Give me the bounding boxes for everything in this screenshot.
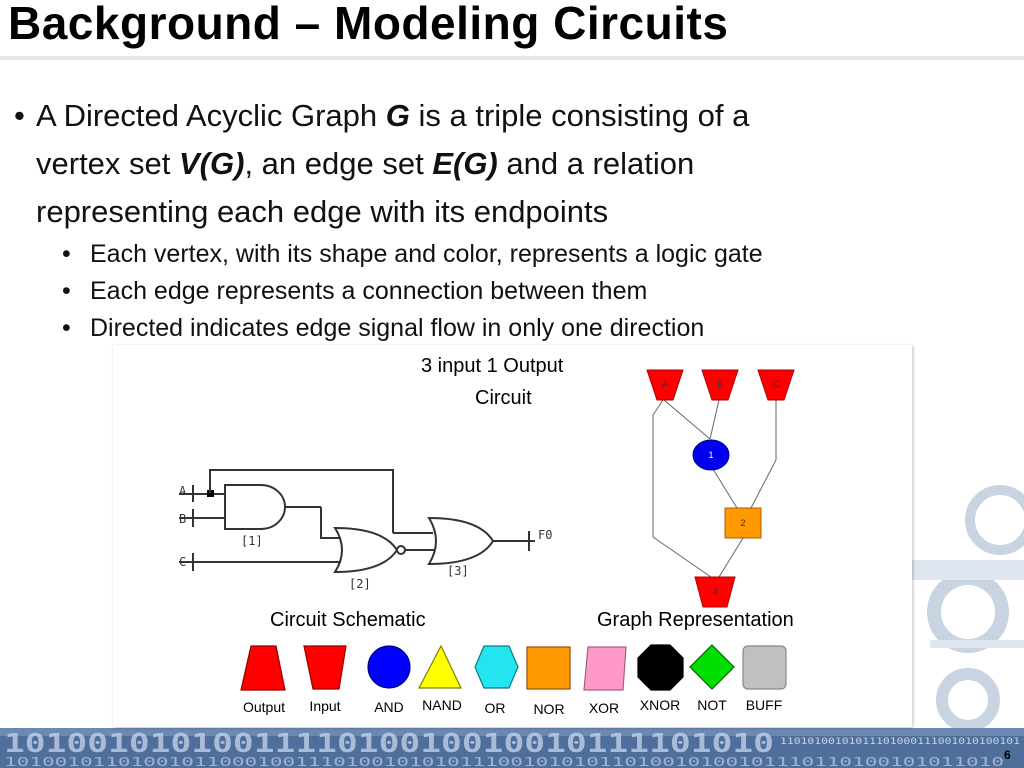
edge-set-symbol: E(G) (432, 146, 498, 181)
input-label: B (179, 512, 186, 526)
legend-xnor-shape (637, 644, 684, 691)
bullet-text-2a: vertex set (36, 146, 179, 181)
circuit-schematic (179, 469, 535, 574)
graph-node-input (701, 369, 739, 401)
vertex-set-symbol: V(G) (179, 146, 245, 181)
edge-a-1 (663, 399, 711, 440)
bullet-text-2c: and a relation (497, 146, 695, 181)
bullet-list: • A Directed Acyclic Graph G is a triple… (14, 92, 974, 347)
gate-label: [3] (447, 564, 469, 578)
graph-node-output (694, 576, 736, 608)
nor-gate (333, 526, 399, 574)
edge-a-3 (652, 399, 712, 578)
main-bullet: • A Directed Acyclic Graph G is a triple… (14, 92, 974, 236)
legend-and-shape (367, 645, 411, 689)
bullet-text-3: representing each edge with its endpoint… (36, 194, 609, 229)
legend-label-input: Input (309, 698, 341, 714)
sub-bullet-text: Each edge represents a connection betwee… (90, 277, 648, 305)
legend-label-xor: XOR (588, 700, 620, 716)
legend-label-output: Output (242, 699, 286, 715)
slide-title: Background – Modeling Circuits (8, 0, 729, 49)
figure-card: A B C F0 [1] [2] [3] A B C 1 (113, 345, 912, 727)
legend-label-nor: NOR (533, 701, 565, 717)
nor-bubble (396, 545, 406, 555)
input-label: C (179, 555, 186, 569)
graph-node-label: 1 (708, 450, 713, 460)
gate-label: [1] (241, 534, 263, 548)
junction-dot (207, 490, 214, 497)
graph-node-label: 2 (740, 518, 745, 528)
legend-output-shape (240, 645, 286, 691)
graph-label: Graph Representation (597, 609, 794, 631)
legend-or-shape (474, 645, 519, 689)
legend-not-shape (689, 644, 735, 690)
legend-nor-shape (526, 646, 571, 690)
svg-text:101001011010010110001001110100: 1010010110100101100010011101001010101110… (4, 755, 1004, 768)
schematic-label: Circuit Schematic (270, 609, 426, 631)
graph-node-input (646, 369, 684, 401)
input-label: A (179, 484, 187, 498)
edge-1-2 (712, 468, 738, 509)
legend-label-and: AND (374, 699, 404, 715)
graph-nodes: A B C 1 2 3 (646, 369, 795, 608)
legend-shapes (240, 644, 787, 691)
graph-edges (652, 399, 777, 578)
graph-node-and (692, 439, 730, 471)
figure-caption-line1: 3 input 1 Output (421, 355, 564, 377)
graph-node-nor (724, 507, 762, 539)
figure-caption-line2: Circuit (475, 387, 532, 409)
legend-label-buff: BUFF (745, 697, 783, 713)
graph-node-label: 3 (712, 586, 717, 596)
sub-bullet-text: Each vertex, with its shape and color, r… (90, 240, 763, 268)
sub-bullet: •Directed indicates edge signal flow in … (62, 314, 705, 342)
legend-xor-shape (583, 646, 627, 691)
svg-text:110101001010111010001110010101: 11010100101011101000111001010100101 (780, 737, 1020, 747)
bullet-text-2b: , an edge set (244, 146, 433, 181)
graph-node-label: C (773, 379, 780, 389)
wire-and-to-nor (320, 507, 341, 539)
or-gate (427, 516, 495, 566)
graph-node-input (757, 369, 795, 401)
legend-nand-shape (418, 644, 462, 689)
edge-c-2 (750, 459, 777, 509)
wire-a-to-or (209, 469, 394, 533)
output-label: F0 (538, 528, 552, 542)
legend-label-not: NOT (697, 697, 727, 713)
sub-bullet: •Each vertex, with its shape and color, … (62, 240, 763, 268)
legend-input-shape (303, 645, 347, 690)
legend-label-nand: NAND (422, 697, 462, 713)
edge-2-3 (718, 537, 744, 578)
and-gate (224, 484, 286, 530)
sub-bullet: •Each edge represents a connection betwe… (62, 277, 648, 305)
bullet-text-1a: A Directed Acyclic Graph (36, 98, 386, 133)
gate-label: [2] (349, 577, 371, 591)
graph-node-label: A (662, 379, 668, 389)
legend-label-xnor: XNOR (639, 697, 681, 713)
graph-symbol: G (385, 98, 410, 133)
graph-node-label: B (717, 379, 723, 389)
legend-buff-shape (742, 645, 787, 690)
bullet-text-1b: is a triple consisting of a (409, 98, 750, 133)
legend-label-or: OR (484, 700, 506, 716)
svg-text:101001010100111101001001001011: 1010010101001111010010010010111101010 (4, 729, 774, 759)
schematic-labels: A B C F0 [1] [2] [3] (179, 484, 552, 591)
page-number: 6 (1004, 748, 1011, 762)
sub-bullet-text: Directed indicates edge signal flow in o… (90, 314, 705, 342)
figure-drawing: A B C F0 [1] [2] [3] A B C 1 (179, 369, 795, 691)
edge-b-1 (709, 399, 720, 440)
bullet-dot: • (14, 98, 25, 133)
